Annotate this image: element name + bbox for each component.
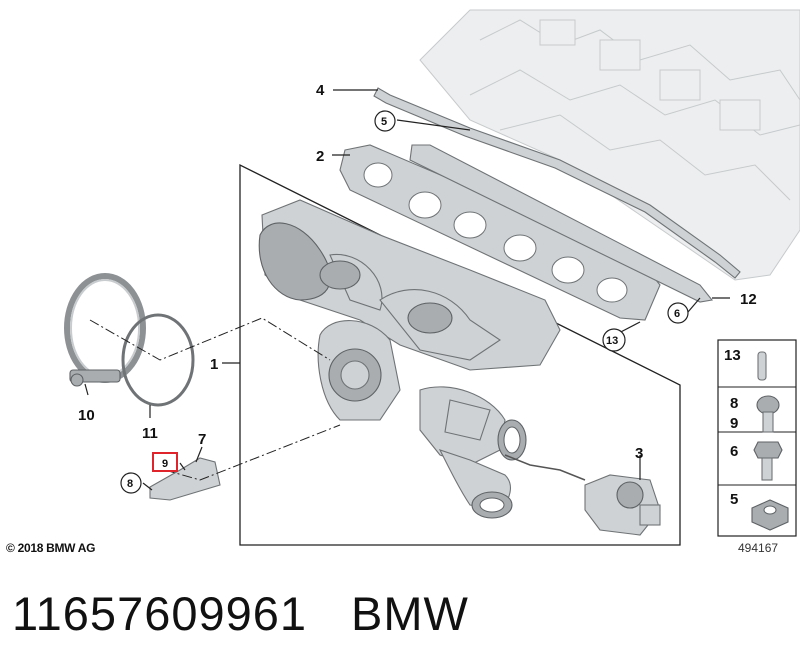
callout-11: 11: [142, 425, 158, 442]
callout-6: 6: [674, 308, 680, 320]
pin-icon: [757, 351, 767, 381]
legend-8: 8: [730, 395, 738, 412]
callout-3: 3: [635, 445, 643, 462]
highlight-box: [152, 452, 178, 472]
part-caption: 11657609961 BMW: [12, 586, 469, 641]
legend-13: 13: [724, 347, 741, 364]
callout-10: 10: [78, 407, 95, 424]
callout-12: 12: [740, 291, 757, 308]
diagram-reference-number: 494167: [738, 541, 779, 555]
wastegate-actuator-3: [584, 474, 661, 536]
hex-nut-icon: [751, 499, 789, 531]
callout-1: 1: [210, 356, 218, 373]
legend-5: 5: [730, 491, 738, 508]
part-number: 11657609961: [12, 587, 308, 640]
copyright-notice: © 2018 BMW AG: [6, 541, 96, 555]
callout-5: 5: [381, 116, 387, 128]
callout-lines: [84, 89, 730, 491]
callout-2: 2: [316, 148, 324, 165]
callout-4: 4: [316, 82, 325, 99]
callout-9: 9: [162, 458, 168, 470]
callout-7: 7: [198, 431, 206, 448]
fastener-legend: 13 8 9 6 5: [717, 339, 797, 537]
hex-bolt-icon: [753, 441, 783, 481]
seal-ring-11: [121, 313, 195, 407]
brand-name: BMW: [351, 587, 469, 640]
manifold-gasket-2: [339, 144, 661, 321]
legend-6: 6: [730, 443, 738, 460]
v-band-clamp-10: [64, 273, 146, 387]
bolt-torx-icon: [756, 395, 780, 433]
callout-8: 8: [127, 478, 133, 490]
gasket-strip-12: [409, 144, 714, 303]
legend-9: 9: [730, 415, 738, 432]
gasket-4: [373, 87, 741, 279]
turbocharger-assembly: [258, 199, 586, 519]
callout-13: 13: [606, 335, 618, 347]
exploded-parts-diagram: 4 2 5 12 6 13 1 3 10 11 7 9 8 13 8 9 6 5: [64, 9, 800, 546]
cylinder-head: [419, 9, 800, 281]
